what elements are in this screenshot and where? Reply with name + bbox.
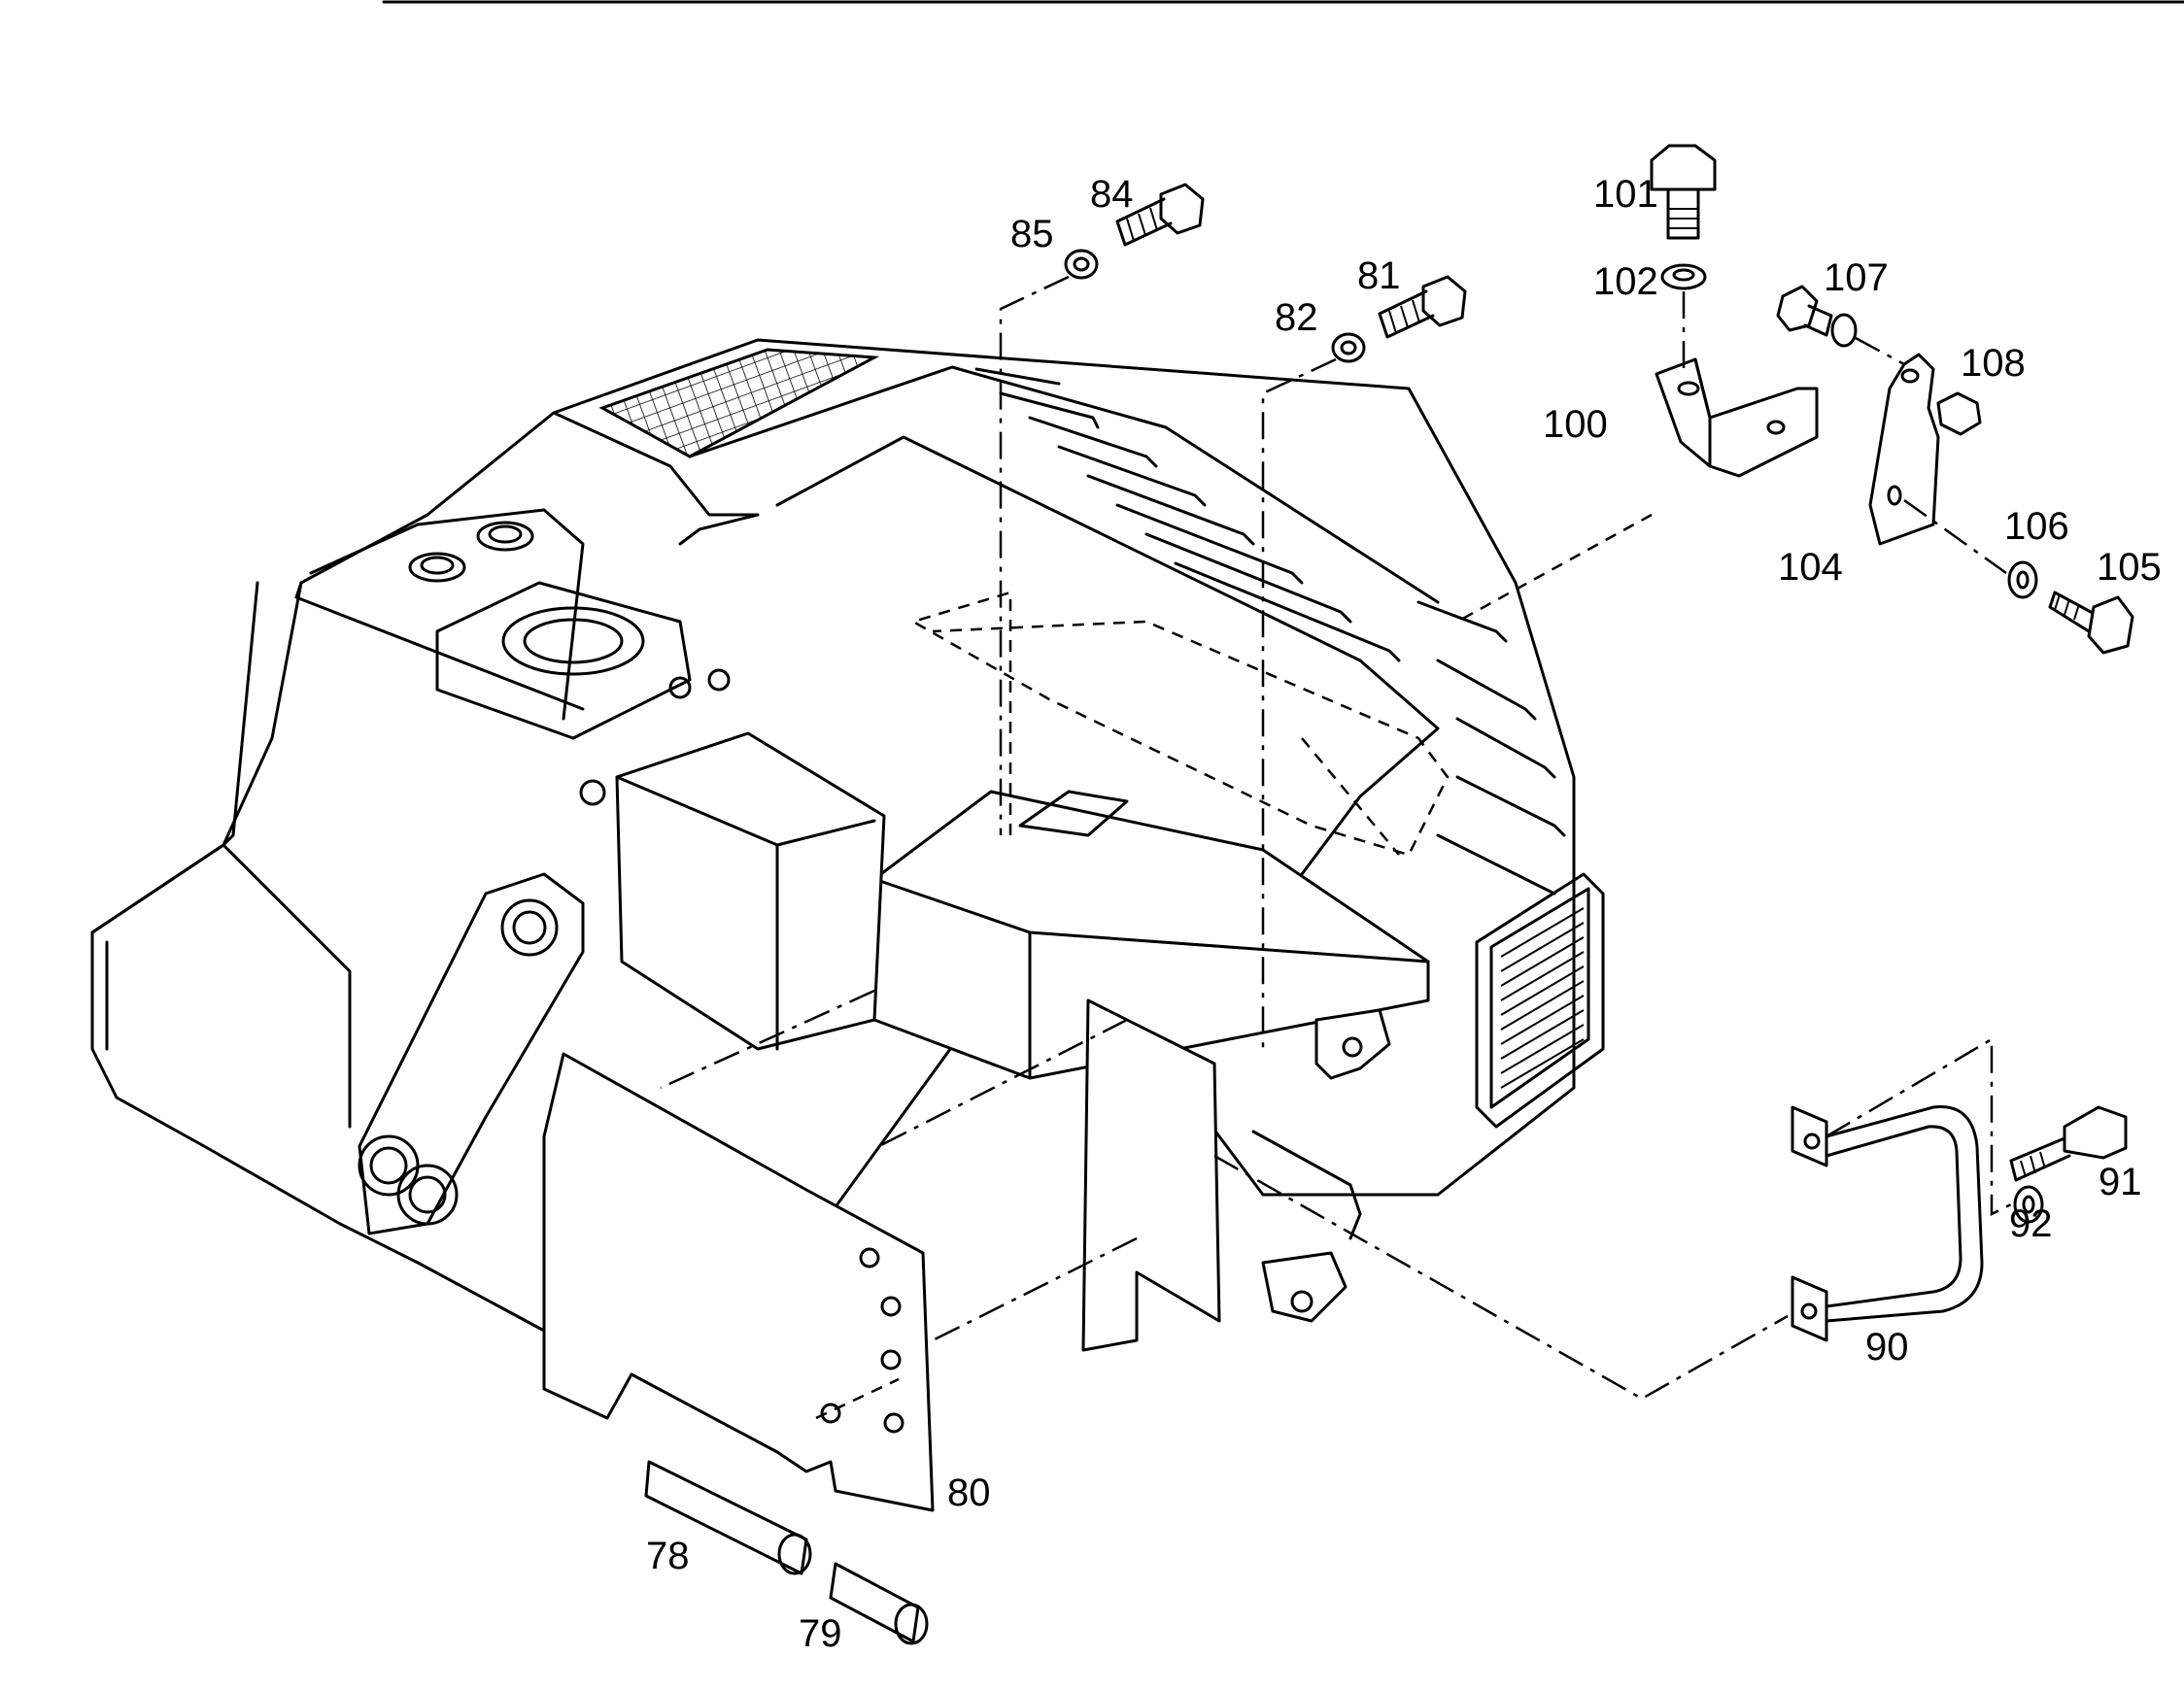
bolt-81 [1378,275,1467,339]
washer-85 [1064,249,1099,280]
callout-108: 108 [1961,342,2026,385]
bolt-91 [2009,1105,2128,1182]
callout-105: 105 [2097,546,2162,589]
callout-90: 90 [1865,1326,1909,1369]
washer-82 [1331,332,1366,363]
callout-107: 107 [1824,256,1889,299]
plate-104 [1868,353,1940,546]
bolt-84 [1115,183,1205,247]
callout-104: 104 [1778,546,1843,589]
bolt-105 [2048,591,2134,655]
washer-102 [1660,263,1707,290]
callout-85: 85 [1010,213,1054,255]
callout-102: 102 [1593,260,1658,303]
callout-84: 84 [1090,173,1134,216]
callout-106: 106 [2004,505,2069,548]
leader-lines [660,275,2012,1420]
valve-block [1251,1008,1391,1323]
bolt-101 [1650,144,1717,240]
callout-80: 80 [947,1471,991,1514]
nut-108 [1936,391,1982,436]
callout-82: 82 [1275,296,1318,339]
callout-81: 81 [1357,254,1401,297]
callout-91: 91 [2099,1161,2142,1203]
washer-92 [2013,1185,2044,1224]
bolt-107 [1776,285,1858,348]
seal-strip-79 [829,1562,929,1645]
side-plate [1081,998,1221,1352]
cover-panel-80 [542,1052,935,1512]
washer-106 [2007,560,2038,599]
machine-body [90,338,1605,1342]
callout-92: 92 [2009,1202,2053,1245]
bracket-100 [1655,357,1819,478]
callout-100: 100 [1543,403,1608,446]
callout-labels: 78 79 80 81 82 84 85 90 91 92 100 101 10… [646,173,2162,1655]
callout-101: 101 [1593,173,1658,216]
grab-handle-90 [1791,1105,1984,1342]
callout-79: 79 [799,1612,842,1655]
seal-strip-78 [644,1460,812,1575]
callout-78: 78 [646,1535,690,1577]
